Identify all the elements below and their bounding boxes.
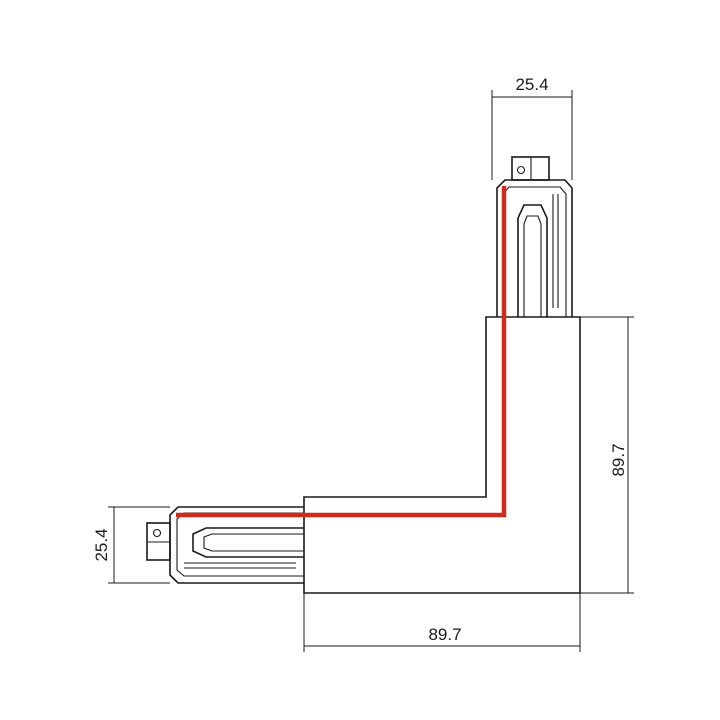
dimension-left-height: 25.4 bbox=[92, 506, 170, 584]
connector-body bbox=[303, 316, 581, 594]
dimension-label-left-height: 25.4 bbox=[92, 528, 111, 561]
screw-icon bbox=[152, 528, 162, 538]
dimension-label-right-height: 89.7 bbox=[609, 443, 628, 476]
live-wire-path bbox=[176, 186, 507, 518]
top-track-adapter bbox=[496, 156, 573, 317]
dimension-top-width: 25.4 bbox=[491, 75, 573, 180]
dimension-label-top-width: 25.4 bbox=[515, 75, 548, 94]
dimension-label-bottom-width: 89.7 bbox=[428, 625, 461, 644]
dimension-bottom-width: 89.7 bbox=[303, 593, 581, 652]
dimension-right-height: 89.7 bbox=[580, 316, 634, 594]
screw-icon bbox=[516, 165, 526, 175]
left-track-adapter bbox=[146, 506, 304, 584]
